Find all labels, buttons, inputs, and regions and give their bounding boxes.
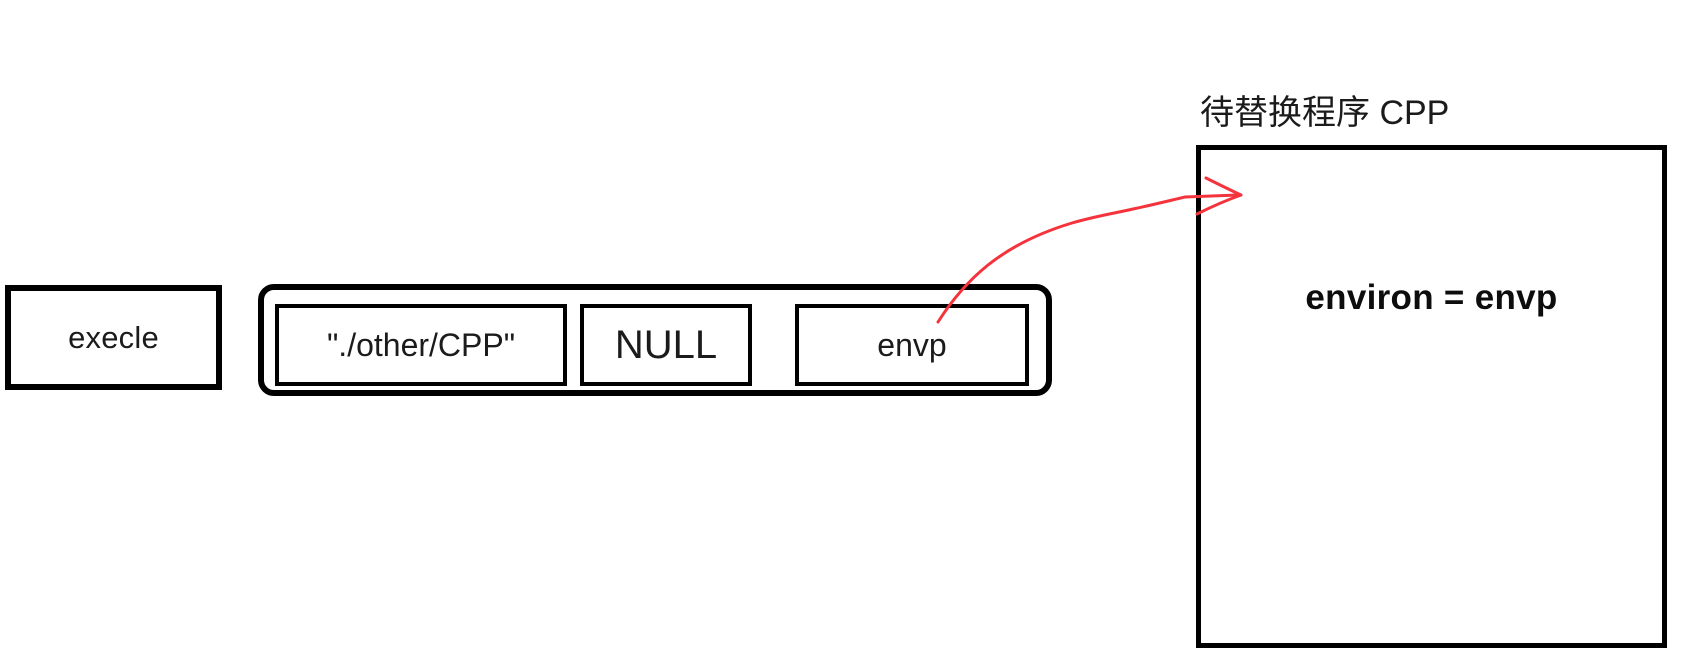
argument-cell-program-path: "./other/CPP" [275,304,567,386]
target-program-panel: environ = envp [1196,145,1667,648]
argument-cell-envp: envp [795,304,1029,386]
execle-call-box: execle [5,285,222,390]
argument-label-program-path: "./other/CPP" [326,327,516,363]
target-program-body-text: environ = envp [1305,278,1558,317]
argument-label-envp: envp [877,327,947,363]
argument-label-null: NULL [614,323,718,367]
argument-list-container: "./other/CPP" NULL envp [258,284,1052,396]
execle-call-label: execle [68,320,159,355]
argument-cell-null: NULL [580,304,752,386]
target-program-title: 待替换程序 CPP [1200,94,1450,132]
